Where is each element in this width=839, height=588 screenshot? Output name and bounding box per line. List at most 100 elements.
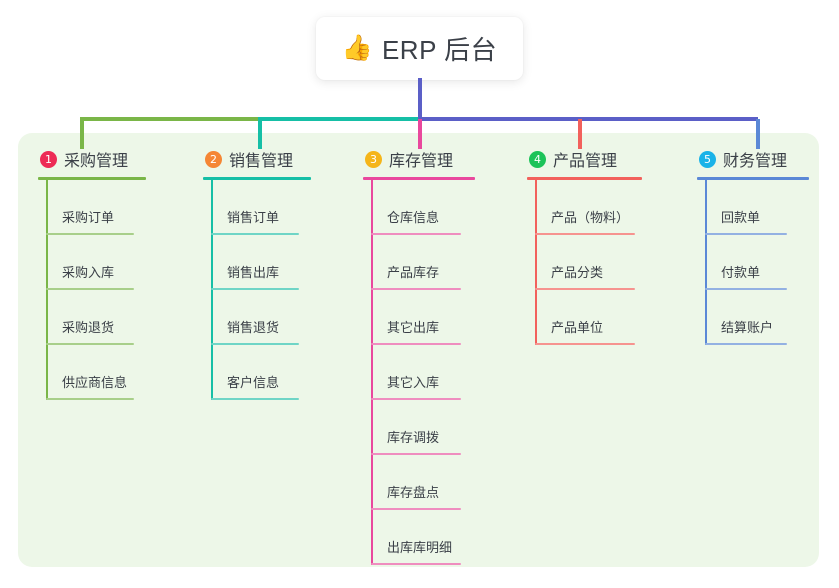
list-item[interactable]: 采购退货 <box>38 290 146 345</box>
column-header-purchasing[interactable]: 1 采购管理 <box>38 145 146 173</box>
list-item-label: 仓库信息 <box>387 210 440 225</box>
list-item-rule <box>211 288 299 290</box>
connector-bus-segment-0 <box>80 117 258 121</box>
list-item[interactable]: 销售出库 <box>203 235 311 290</box>
column-spine-finance <box>705 180 707 345</box>
list-item-label: 其它出库 <box>387 320 440 335</box>
column-badge-inventory: 3 <box>365 150 382 168</box>
list-item-rule <box>535 288 635 290</box>
list-item-rule <box>46 288 134 290</box>
list-item-label: 供应商信息 <box>62 375 128 390</box>
list-item-rule <box>705 233 787 235</box>
column-title-purchasing: 采购管理 <box>64 153 129 170</box>
list-item-rule <box>46 398 134 400</box>
list-item-label: 回款单 <box>721 210 761 225</box>
column-items-finance: 回款单付款单结算账户 <box>697 180 809 345</box>
column-header-finance[interactable]: 5 财务管理 <box>697 145 809 173</box>
column-header-rule-sales <box>203 177 311 180</box>
diagram-title-card: 👍 ERP 后台 <box>316 17 523 80</box>
column-header-sales[interactable]: 2 销售管理 <box>203 145 311 173</box>
list-item-rule <box>371 398 461 400</box>
list-item-label: 付款单 <box>721 265 761 280</box>
connector-drop-sales <box>258 119 262 149</box>
list-item[interactable]: 销售退货 <box>203 290 311 345</box>
modules-panel: 1 采购管理采购订单采购入库采购退货供应商信息 2 销售管理销售订单销售出库销售退货客… <box>18 133 819 567</box>
list-item-label: 采购退货 <box>62 320 115 335</box>
connector-stem <box>418 78 422 121</box>
connector-drop-product <box>578 119 582 149</box>
column-header-rule-product <box>527 177 642 180</box>
list-item-rule <box>535 343 635 345</box>
column-spine-purchasing <box>46 180 48 400</box>
list-item[interactable]: 销售订单 <box>203 180 311 235</box>
list-item[interactable]: 采购入库 <box>38 235 146 290</box>
column-title-sales: 销售管理 <box>229 153 294 170</box>
column-badge-finance: 5 <box>699 150 716 168</box>
list-item[interactable]: 付款单 <box>697 235 809 290</box>
list-item-rule <box>46 233 134 235</box>
connector-drop-finance <box>756 119 760 149</box>
thumbs-up-icon: 👍 <box>341 34 373 62</box>
list-item-label: 产品（物料） <box>551 210 630 225</box>
list-item-label: 采购订单 <box>62 210 115 225</box>
module-column-inventory: 3 库存管理仓库信息产品库存其它出库其它入库库存调拨库存盘点出库库明细 <box>363 145 475 565</box>
column-header-inventory[interactable]: 3 库存管理 <box>363 145 475 173</box>
page-title: ERP 后台 <box>381 35 498 65</box>
list-item[interactable]: 供应商信息 <box>38 345 146 400</box>
list-item-label: 出库库明细 <box>387 540 453 555</box>
list-item-rule <box>46 343 134 345</box>
connector-bus-segment-1 <box>258 117 418 121</box>
list-item[interactable]: 回款单 <box>697 180 809 235</box>
list-item[interactable]: 库存盘点 <box>363 455 475 510</box>
list-item-rule <box>211 343 299 345</box>
list-item[interactable]: 产品（物料） <box>527 180 642 235</box>
list-item-rule <box>371 453 461 455</box>
column-badge-purchasing: 1 <box>40 150 57 168</box>
list-item-label: 销售订单 <box>227 210 280 225</box>
list-item[interactable]: 产品单位 <box>527 290 642 345</box>
list-item[interactable]: 结算账户 <box>697 290 809 345</box>
list-item-label: 库存调拨 <box>387 430 440 445</box>
list-item-rule <box>535 233 635 235</box>
list-item-label: 客户信息 <box>227 375 280 390</box>
list-item[interactable]: 其它出库 <box>363 290 475 345</box>
module-column-sales: 2 销售管理销售订单销售出库销售退货客户信息 <box>203 145 311 400</box>
list-item[interactable]: 仓库信息 <box>363 180 475 235</box>
column-spine-product <box>535 180 537 345</box>
connector-drop-inventory <box>418 119 422 149</box>
connector-bus-segment-2 <box>418 117 758 121</box>
column-header-rule-purchasing <box>38 177 146 180</box>
list-item-label: 采购入库 <box>62 265 115 280</box>
list-item[interactable]: 采购订单 <box>38 180 146 235</box>
list-item-rule <box>705 343 787 345</box>
list-item[interactable]: 客户信息 <box>203 345 311 400</box>
list-item-rule <box>211 398 299 400</box>
column-items-product: 产品（物料） 产品分类产品单位 <box>527 180 642 345</box>
list-item[interactable]: 产品分类 <box>527 235 642 290</box>
column-title-product: 产品管理 <box>553 153 618 170</box>
list-item-label: 其它入库 <box>387 375 440 390</box>
list-item-label: 销售退货 <box>227 320 280 335</box>
list-item[interactable]: 产品库存 <box>363 235 475 290</box>
column-badge-sales: 2 <box>205 150 222 168</box>
column-header-rule-finance <box>697 177 809 180</box>
column-spine-sales <box>211 180 213 400</box>
list-item[interactable]: 其它入库 <box>363 345 475 400</box>
list-item[interactable]: 库存调拨 <box>363 400 475 455</box>
list-item-rule <box>371 563 461 565</box>
list-item-rule <box>211 233 299 235</box>
list-item-label: 结算账户 <box>721 320 774 335</box>
column-items-sales: 销售订单销售出库销售退货客户信息 <box>203 180 311 400</box>
column-spine-inventory <box>371 180 373 565</box>
list-item[interactable]: 出库库明细 <box>363 510 475 565</box>
column-items-inventory: 仓库信息产品库存其它出库其它入库库存调拨库存盘点出库库明细 <box>363 180 475 565</box>
list-item-rule <box>371 508 461 510</box>
column-title-finance: 财务管理 <box>723 153 788 170</box>
list-item-rule <box>371 343 461 345</box>
list-item-label: 库存盘点 <box>387 485 440 500</box>
connector-drop-purchasing <box>80 119 84 149</box>
module-column-purchasing: 1 采购管理采购订单采购入库采购退货供应商信息 <box>38 145 146 400</box>
column-title-inventory: 库存管理 <box>389 153 454 170</box>
